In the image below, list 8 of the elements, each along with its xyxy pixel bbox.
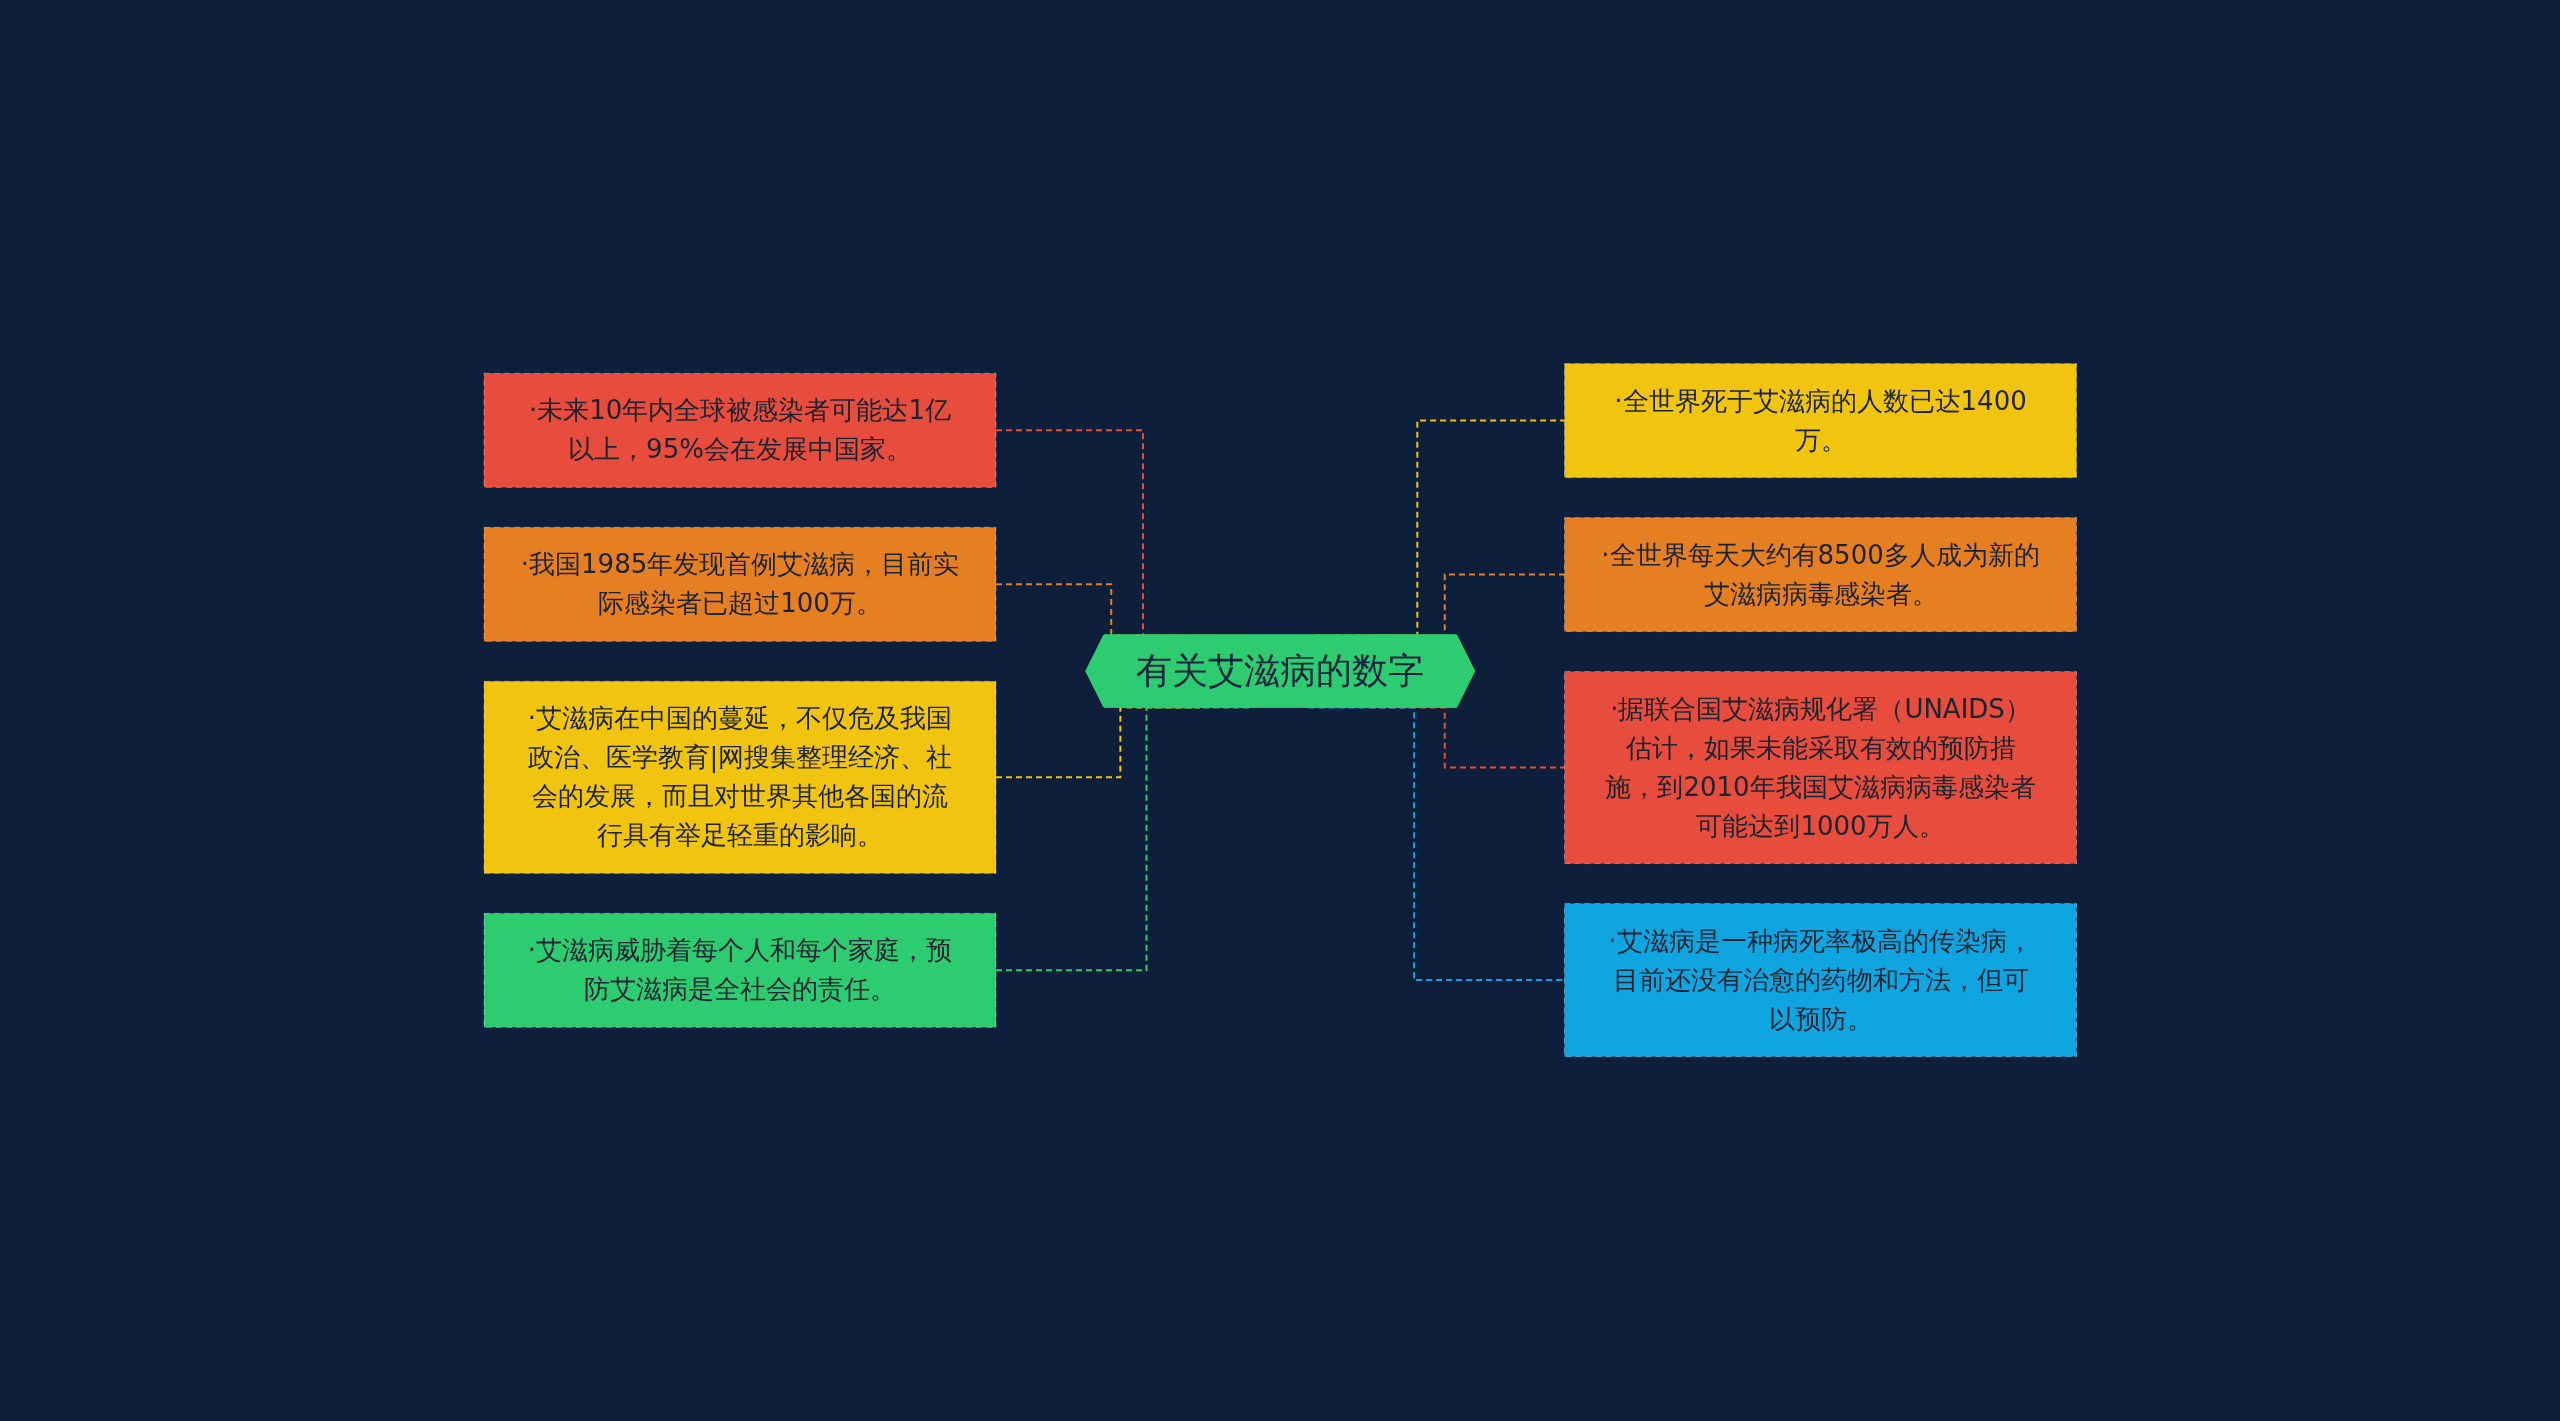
node-box: ·艾滋病威胁着每个人和每个家庭，预防艾滋病是全社会的责任。 xyxy=(483,913,997,1029)
node-box: ·据联合国艾滋病规化署（UNAIDS）估计，如果未能采取有效的预防措施，到2010年我国艾滋病病毒感染者可能达到1000万人。 xyxy=(1563,671,2077,865)
node-box: ·我国1985年发现首例艾滋病，目前实际感染者已超过100万。 xyxy=(483,527,997,643)
node-box: ·全世界死于艾滋病的人数已达1400万。 xyxy=(1563,363,2077,479)
node-box: ·艾滋病是一种病死率极高的传染病，目前还没有治愈的药物和方法，但可以预防。 xyxy=(1563,903,2077,1058)
node-box: ·全世界每天大约有8500多人成为新的艾滋病病毒感染者。 xyxy=(1563,517,2077,633)
node-box: ·艾滋病在中国的蔓延，不仅危及我国政治、医学教育|网搜集整理经济、社会的发展，而且对世界其他各国的流行具有举足轻重的影响。 xyxy=(483,681,997,875)
node-box: ·未来10年内全球被感染者可能达1亿以上，95%会在发展中国家。 xyxy=(483,373,997,489)
